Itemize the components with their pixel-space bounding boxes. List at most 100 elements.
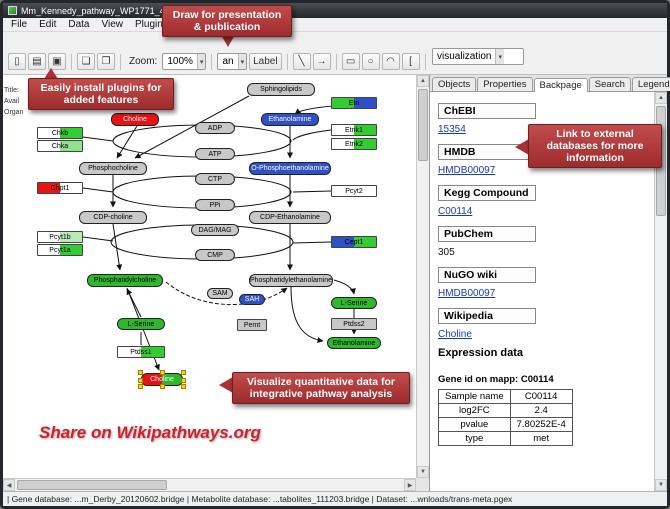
database-id-link[interactable]: HMDB00097 bbox=[438, 288, 496, 299]
label-tool-button[interactable]: Label bbox=[249, 53, 282, 70]
pathway-node-sphingolipids[interactable]: Sphingolipids bbox=[247, 83, 315, 96]
horizontal-scroll-thumb[interactable] bbox=[17, 480, 167, 490]
pathway-node-choline[interactable]: Choline bbox=[138, 370, 186, 389]
pathway-node-cdp-ethanolamine[interactable]: CDP-Ethanolamine bbox=[249, 211, 331, 224]
pathway-node-ptdss1[interactable]: Ptdss1 bbox=[117, 346, 165, 358]
pathway-node-sam[interactable]: SAM bbox=[207, 288, 233, 299]
menu-item-view[interactable]: View bbox=[101, 19, 123, 30]
pathway-node-ptdss2[interactable]: Ptdss2 bbox=[331, 318, 377, 330]
pathway-node-phosphatidylcholine[interactable]: Phosphatidylcholine bbox=[87, 274, 163, 287]
expr-table-cell: 2.4 bbox=[509, 403, 573, 418]
expr-table-cell: C00114 bbox=[509, 389, 573, 404]
zoom-select[interactable]: 100%▾ bbox=[162, 53, 207, 70]
line-tool-button[interactable]: ╲ bbox=[292, 53, 311, 70]
database-id-link[interactable]: C00114 bbox=[438, 206, 473, 217]
pathway-node-chpt1[interactable]: Chpt1 bbox=[37, 182, 83, 194]
pathway-node-cdp-choline[interactable]: CDP-choline bbox=[79, 211, 147, 224]
selection-handle[interactable] bbox=[181, 370, 186, 375]
pathway-node-chkb[interactable]: Chkb bbox=[37, 127, 83, 139]
toolbar-separator bbox=[424, 53, 426, 70]
pathway-node-dag-mag[interactable]: DAG/MAG bbox=[191, 224, 239, 236]
tab-legend[interactable]: Legend bbox=[631, 77, 670, 91]
pathway-node-etnk2[interactable]: Etnk2 bbox=[331, 138, 377, 150]
selection-handle[interactable] bbox=[138, 377, 143, 383]
selection-handle[interactable] bbox=[138, 370, 143, 375]
expr-table-cell: Sample name bbox=[438, 389, 511, 404]
pathway-node-cept1[interactable]: Cept1 bbox=[331, 236, 377, 248]
pathway-node-l-serine[interactable]: L-Serine bbox=[331, 297, 377, 309]
menu-item-file[interactable]: File bbox=[11, 19, 28, 30]
selection-handle[interactable] bbox=[181, 377, 186, 383]
tab-backpage[interactable]: Backpage bbox=[533, 78, 588, 92]
bracket-tool-button[interactable]: [ bbox=[401, 53, 420, 70]
pathway-node-ctp[interactable]: CTP bbox=[195, 173, 235, 185]
selection-handle[interactable] bbox=[181, 384, 186, 389]
selection-handle[interactable] bbox=[160, 384, 165, 389]
pathway-node-ethanolamine[interactable]: Ethanolamine bbox=[261, 113, 319, 126]
arrow-tool-button[interactable]: → bbox=[312, 53, 331, 70]
datanode-type-select-value: an bbox=[222, 56, 234, 67]
pathway-node-l-serine[interactable]: L-Serine bbox=[117, 318, 165, 330]
scroll-down-icon[interactable]: ▼ bbox=[417, 466, 429, 478]
database-name-header: Kegg Compound bbox=[438, 185, 536, 201]
scroll-up-icon[interactable]: ▲ bbox=[655, 92, 667, 104]
zoom-label: Zoom: bbox=[129, 56, 158, 67]
pathway-node-sah[interactable]: SAH bbox=[239, 294, 265, 305]
canvas-vertical-scrollbar[interactable]: ▲ ▼ bbox=[416, 75, 429, 478]
pathway-node-pcyt2[interactable]: Pcyt2 bbox=[331, 185, 377, 197]
pathway-node-chka[interactable]: Chka bbox=[37, 140, 83, 152]
database-id-link[interactable]: HMDB00097 bbox=[438, 165, 496, 176]
open-file-button[interactable]: ▤ bbox=[28, 53, 46, 70]
callout-arrow-left-icon bbox=[219, 377, 233, 393]
vertical-scroll-thumb[interactable] bbox=[418, 89, 428, 161]
datanode-type-select[interactable]: an▾ bbox=[217, 53, 248, 70]
expr-table-cell: log2FC bbox=[438, 403, 511, 418]
selection-handle[interactable] bbox=[138, 384, 143, 389]
pathway-info-line: Avail bbox=[4, 98, 20, 105]
menu-item-edit[interactable]: Edit bbox=[39, 19, 57, 30]
pathway-node-ethanolamine[interactable]: Ethanolamine bbox=[327, 337, 381, 349]
selection-handle[interactable] bbox=[160, 370, 165, 375]
scroll-right-icon[interactable]: ▶ bbox=[404, 479, 416, 491]
pathway-node-ppi[interactable]: PPi bbox=[195, 199, 235, 211]
pathway-node-pemt[interactable]: Pemt bbox=[237, 319, 267, 331]
pathway-node-adp[interactable]: ADP bbox=[195, 122, 235, 134]
scroll-up-icon[interactable]: ▲ bbox=[417, 75, 429, 87]
arc-tool-button[interactable]: ◠ bbox=[381, 53, 400, 70]
pathway-node-choline[interactable]: Choline bbox=[111, 113, 159, 126]
tab-search[interactable]: Search bbox=[588, 77, 631, 91]
pathway-node-phosphatidylethanolamine[interactable]: Phosphatidylethanolamine bbox=[249, 274, 333, 287]
tab-properties[interactable]: Properties bbox=[477, 77, 533, 91]
tab-objects[interactable]: Objects bbox=[432, 77, 477, 91]
zoom-select-value: 100% bbox=[167, 56, 193, 67]
menu-item-plugins[interactable]: Plugins bbox=[134, 19, 168, 30]
pathway-node-pcyt1a[interactable]: Pcyt1a bbox=[37, 244, 83, 256]
copy-button[interactable]: ❏ bbox=[77, 53, 95, 70]
visualization-select[interactable]: visualization ▾ bbox=[432, 48, 524, 65]
pathway-node-phosphocholine[interactable]: Phosphocholine bbox=[79, 162, 147, 175]
rectangle-tool-button[interactable]: ▭ bbox=[341, 53, 360, 70]
pathway-node-atp[interactable]: ATP bbox=[195, 148, 235, 160]
paste-button[interactable]: ❐ bbox=[97, 53, 115, 70]
scroll-left-icon[interactable]: ◀ bbox=[3, 479, 15, 491]
canvas-horizontal-scrollbar[interactable]: ◀ ▶ bbox=[3, 478, 416, 491]
menu-item-data[interactable]: Data bbox=[68, 19, 90, 30]
gene-id-line: Gene id on mapp: C00114 bbox=[438, 374, 554, 385]
pathway-node-o-phosphoethanolamine[interactable]: O-Phosphoethanolamine bbox=[249, 162, 331, 175]
ellipse-tool-button[interactable]: ○ bbox=[361, 53, 380, 70]
pathway-node-pcyt1b[interactable]: Pcyt1b bbox=[37, 231, 83, 243]
pathway-node-cmp[interactable]: CMP bbox=[195, 249, 235, 261]
pathway-node-etnk1[interactable]: Etnk1 bbox=[331, 124, 377, 136]
window-title: Mm_Kennedy_pathway_WP1771_45176.gpml bbox=[21, 5, 207, 16]
pathway-node-etn[interactable]: Etn bbox=[331, 97, 377, 109]
status-text: | Gene database: ...m_Derby_20120602.bri… bbox=[7, 494, 513, 504]
scroll-down-icon[interactable]: ▼ bbox=[655, 479, 667, 491]
database-id-link[interactable]: Choline bbox=[438, 329, 472, 340]
new-file-button[interactable]: ▯ bbox=[8, 53, 26, 70]
title-bar[interactable]: Mm_Kennedy_pathway_WP1771_45176.gpml bbox=[3, 3, 667, 18]
database-id-link[interactable]: 15354 bbox=[438, 124, 466, 135]
